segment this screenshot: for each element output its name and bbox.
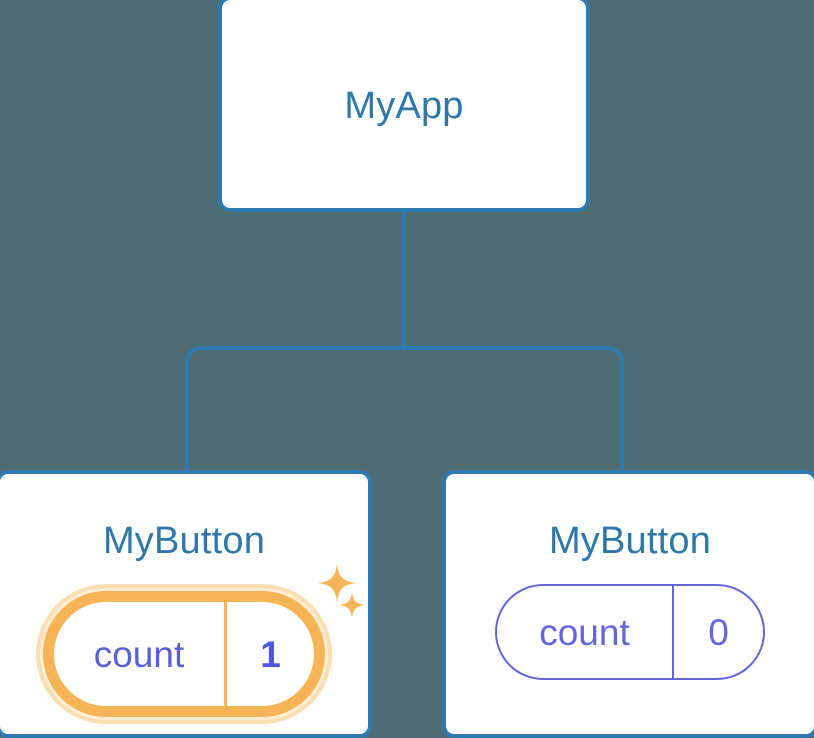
state-pill-wrap-right: count 0 xyxy=(495,584,765,680)
state-value-left: 1 xyxy=(260,633,281,675)
node-mybutton-left[interactable]: MyButton count 1 xyxy=(0,470,372,738)
node-title-myapp: MyApp xyxy=(344,85,464,127)
state-pill-left[interactable]: count 1 xyxy=(43,591,325,717)
state-key-right: count xyxy=(497,586,674,678)
connector-branch xyxy=(185,346,624,472)
state-value-right: 0 xyxy=(708,611,729,653)
state-key-left: count xyxy=(54,602,227,706)
node-title-mybutton-left: MyButton xyxy=(102,520,266,562)
node-myapp[interactable]: MyApp xyxy=(218,0,590,212)
state-pill-right[interactable]: count 0 xyxy=(495,584,765,680)
state-pill-wrap-left: count 1 xyxy=(36,584,332,724)
node-title-mybutton-right: MyButton xyxy=(548,520,712,562)
state-pill-highlighted[interactable]: count 1 xyxy=(36,584,332,724)
node-mybutton-right[interactable]: MyButton count 0 xyxy=(442,470,814,738)
